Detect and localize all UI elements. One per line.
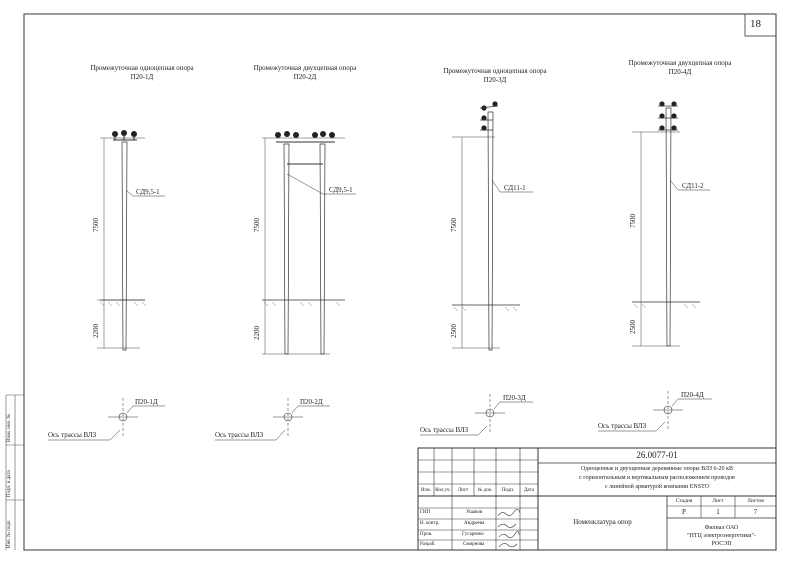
title-block-lines (417, 447, 777, 551)
pole-1-drawing (48, 130, 165, 441)
pole-3-plan-label: П20-3Д (503, 394, 526, 402)
pole-2-title-line1: Промежуточная двухцепная опора (253, 64, 357, 72)
pole-2-dim-upper: 7500 (253, 218, 261, 232)
stage-header: Стадия (675, 498, 693, 504)
stamp-header-list: Лист (457, 488, 469, 493)
pole-3-dim-lower: 2500 (450, 324, 458, 338)
sheet-header: Лист (712, 498, 724, 504)
stamp-role-prov: Пров. (420, 532, 433, 537)
stamp-name-4: Смирнова (463, 542, 485, 547)
pole-4-title-line1: Промежуточная двухцепная опора (628, 59, 732, 67)
pole-1-axis-label: Ось трассы ВЛЗ (48, 431, 97, 439)
pole-3-support-label: СД11-1 (504, 184, 526, 192)
stamp-header-data: Дата (524, 488, 534, 493)
stamp-name-1: Ушаков (466, 510, 483, 515)
pole-1-title-line2: П20-1Д (130, 73, 154, 81)
side-sign-label: Подп. и дата (7, 470, 12, 497)
pole-1-plan-label: П20-1Д (135, 398, 158, 406)
doc-code: 26.0077-01 (636, 450, 678, 460)
stage-value: Р (682, 508, 686, 516)
org-line2: "НТЦ электроэнергетики"- (687, 533, 756, 539)
org-line3: РОСЭП (711, 541, 732, 547)
stamp-header-ndok: № док. (477, 488, 493, 493)
pole-4-title-line2: П20-4Д (668, 68, 692, 76)
pole-2-axis-label: Ось трассы ВЛЗ (215, 431, 264, 439)
sheets-value: 7 (753, 508, 758, 516)
stamp-name-3: Гусаренко (462, 532, 484, 537)
pole-1-support-label: СД9,5-1 (136, 188, 160, 196)
stamp-role-nkontr: Н. контр. (420, 521, 440, 526)
pole-3-title-line2: П20-3Д (483, 76, 507, 84)
pole-4-dim-upper: 7500 (629, 214, 637, 228)
pole-4-drawing (598, 101, 712, 432)
pole-4-title: Промежуточная двухцепная опора П20-4Д (605, 59, 755, 77)
content-title: Номенклатура опор (573, 518, 632, 526)
doc-title: Одноцепные и двухцепные деревянные опоры… (540, 465, 774, 492)
stamp-header-koluch: Кол.уч. (435, 488, 451, 493)
pole-2-title: Промежуточная двухцепная опора П20-2Д (230, 64, 380, 82)
sheet-number: 18 (750, 18, 761, 30)
sheets-header: Листов (747, 498, 764, 504)
stamp-role-gip: ГИП (420, 510, 431, 515)
pole-4-plan-label: П20-4Д (681, 391, 704, 399)
sheet-number-box (744, 13, 777, 37)
pole-4-axis-label: Ось трассы ВЛЗ (598, 422, 647, 430)
pole-3-axis-label: Ось трассы ВЛЗ (420, 426, 469, 434)
org-line1: Филиал ОАО (704, 525, 739, 531)
pole-1-title-line1: Промежуточная одноцепная опора (90, 64, 194, 72)
pole-1-dim-upper: 7500 (92, 218, 100, 232)
pole-2-plan-label: П20-2Д (300, 398, 323, 406)
org-name: Филиал ОАО "НТЦ электроэнергетики"- РОСЭ… (667, 524, 776, 548)
side-inv-label: Инв. № подл. (7, 519, 12, 549)
pole-2-support-label: СД9,5-1 (329, 186, 353, 194)
pole-2-title-line2: П20-2Д (293, 73, 317, 81)
side-replace-label: Взам. инв. № (7, 413, 12, 442)
pole-3-dim-upper: 7500 (450, 218, 458, 232)
stamp-header-izm: Изм. (421, 488, 431, 493)
stamp-role-razrab: Разраб. (420, 542, 436, 547)
pole-4-support-label: СД11-2 (682, 182, 704, 190)
pole-4-dim-lower: 2500 (629, 320, 637, 334)
doc-title-line2: с горизонтальным и вертикальным располож… (579, 475, 735, 481)
pole-1-title: Промежуточная одноцепная опора П20-1Д (67, 64, 217, 82)
pole-3-title-line1: Промежуточная одноцепная опора (443, 67, 547, 75)
stamp-name-2: Андреева (464, 521, 485, 526)
signatures (497, 508, 521, 548)
doc-title-line1: Одноцепные и двухцепные деревянные опоры… (581, 466, 733, 472)
pole-2-dim-lower: 2200 (253, 326, 261, 340)
pole-3-title: Промежуточная одноцепная опора П20-3Д (420, 67, 570, 85)
doc-title-line3: с линейной арматурой компании ENSTO (605, 484, 709, 490)
sheet-value: 1 (716, 508, 720, 516)
pole-3-drawing (420, 101, 533, 436)
sheet-frame (23, 13, 777, 551)
pole-1-dim-lower: 2200 (92, 324, 100, 338)
pole-2-drawing (215, 131, 356, 441)
stamp-header-podp: Подп. (501, 488, 515, 493)
